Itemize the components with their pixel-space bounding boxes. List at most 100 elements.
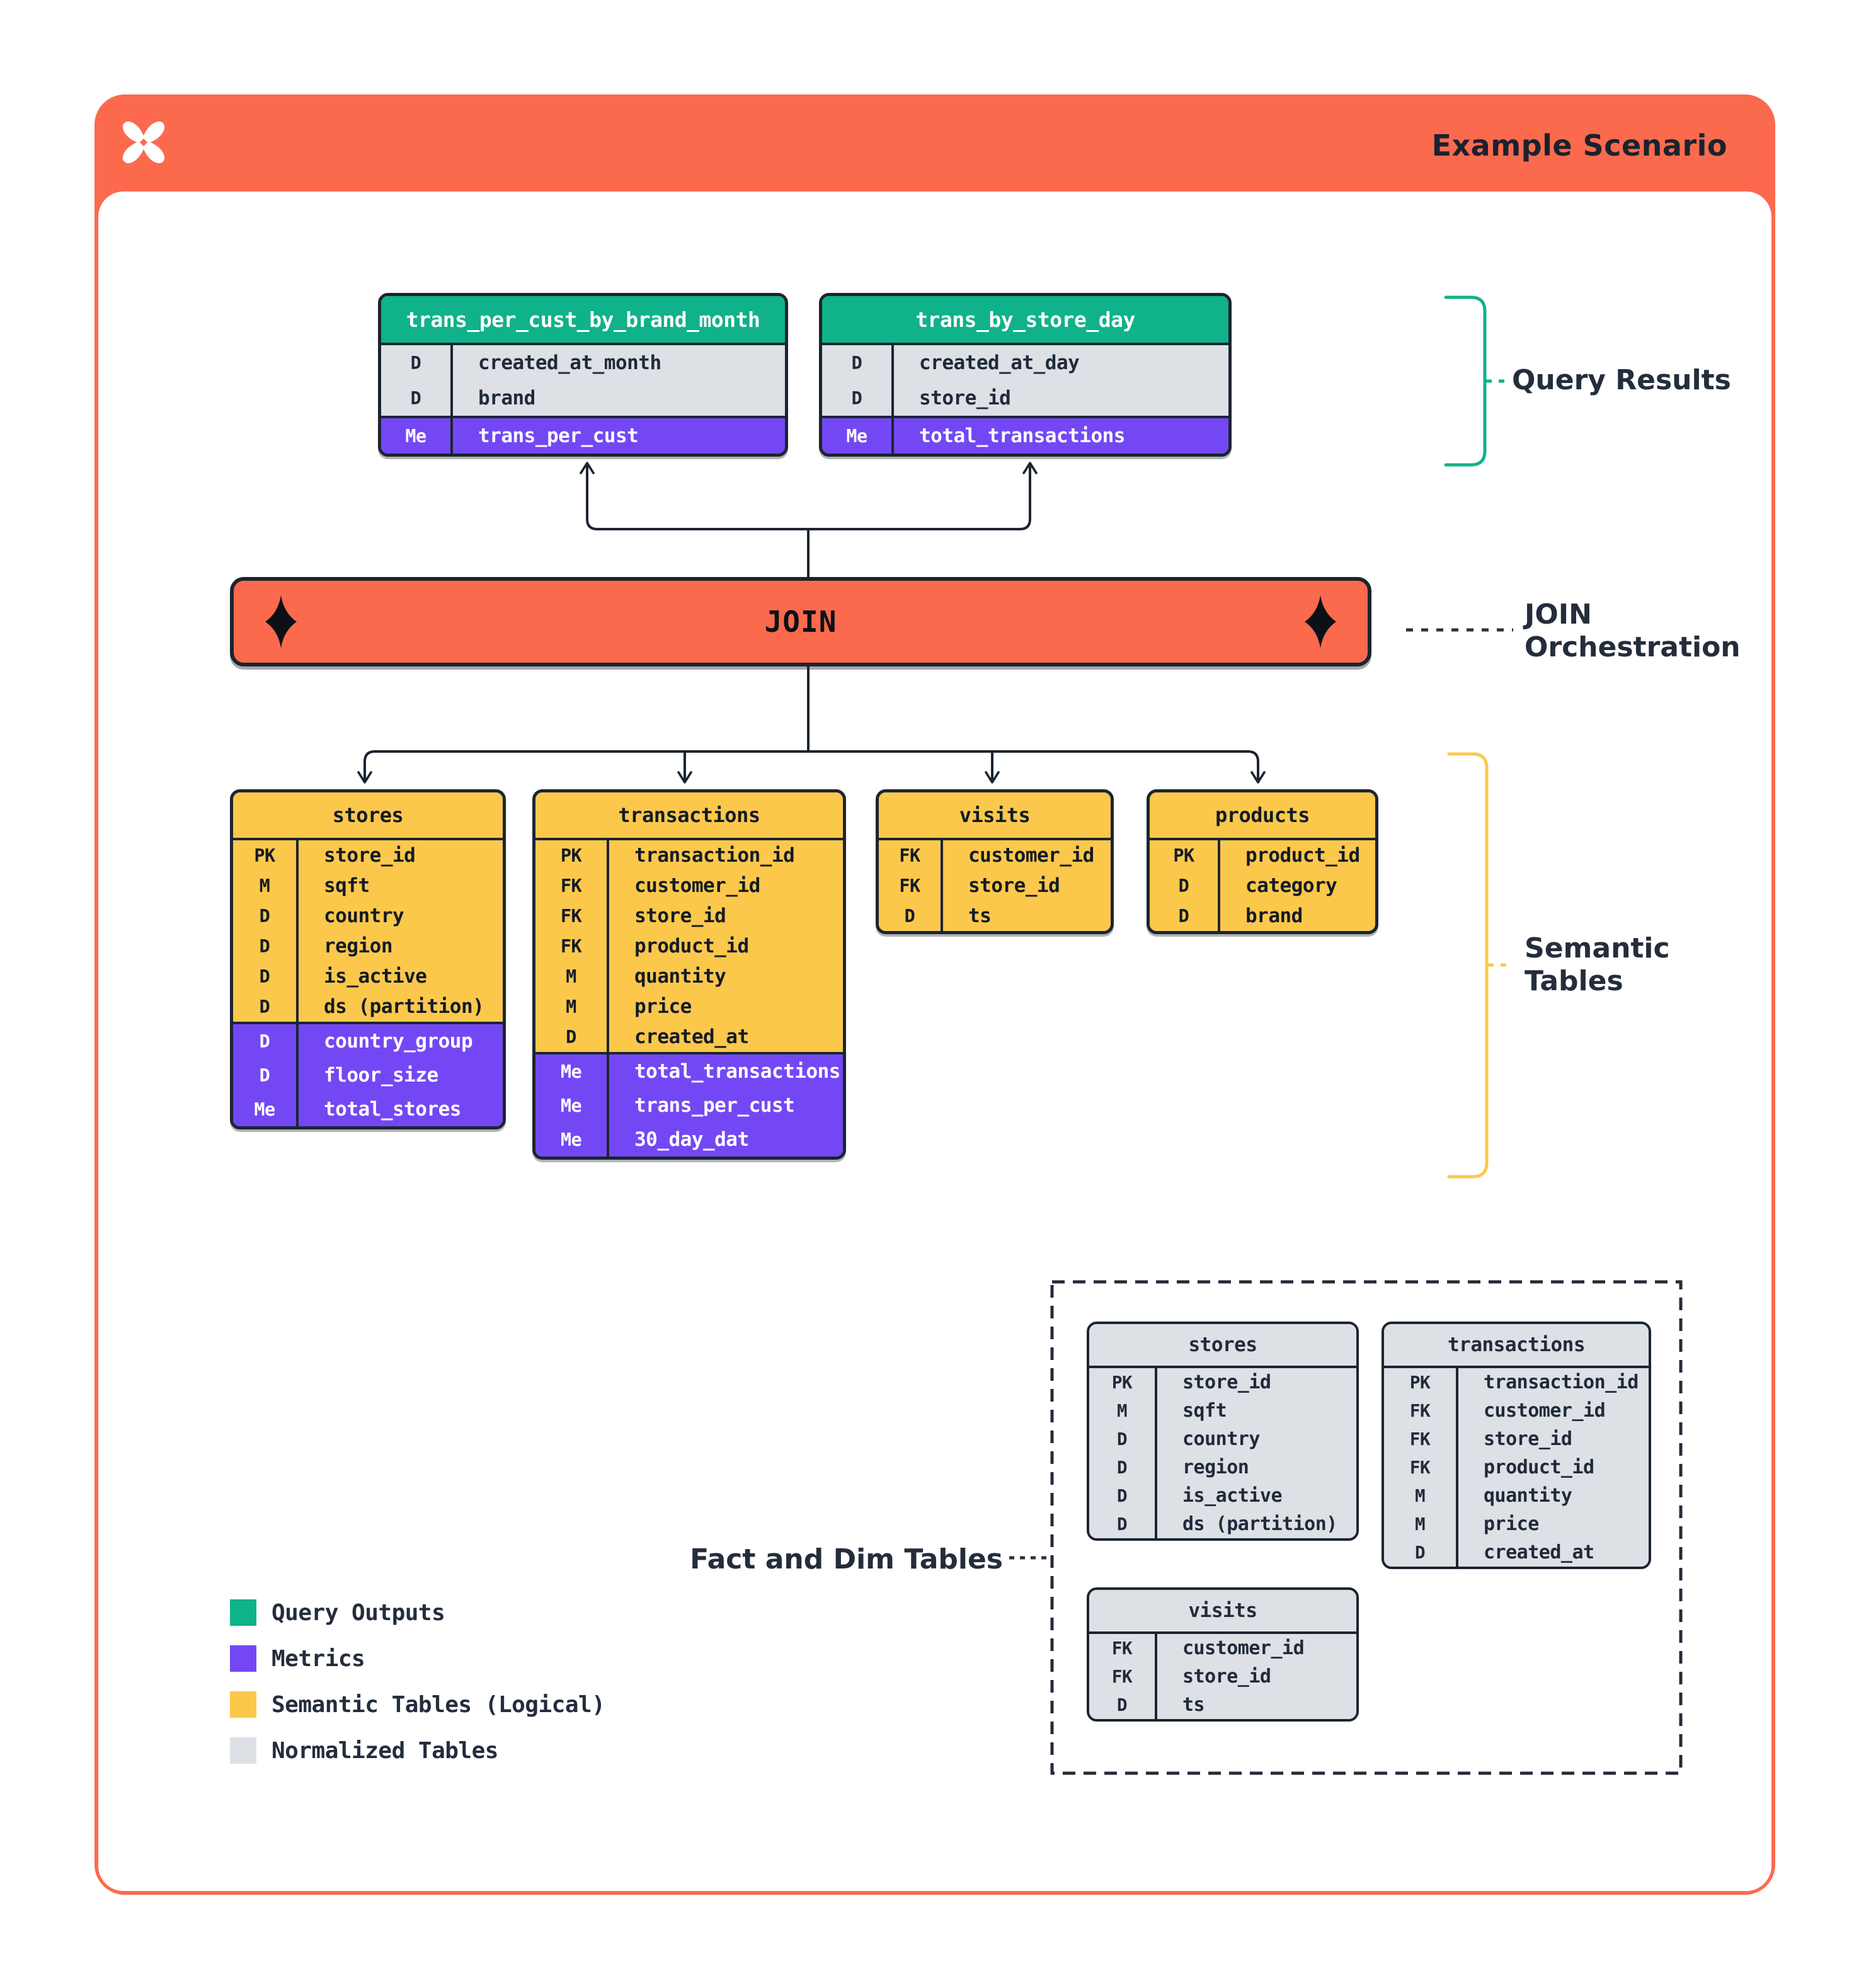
key-badge: Me	[381, 418, 453, 454]
column-name: brand	[478, 387, 535, 409]
four-point-star-icon	[1305, 595, 1336, 648]
column-name: 30_day_dat	[634, 1128, 749, 1151]
column-name: ds (partition)	[324, 995, 484, 1018]
dagster-logo-icon	[122, 121, 165, 164]
column-name: price	[634, 995, 692, 1018]
column-name: trans_per_cust	[478, 425, 639, 447]
column-name: is_active	[324, 965, 427, 988]
key-badge: D	[1089, 1425, 1157, 1453]
legend-label: Normalized Tables	[272, 1737, 498, 1764]
column-name: product_id	[634, 935, 749, 957]
key-badge: M	[233, 871, 299, 901]
column-name: is_active	[1182, 1485, 1283, 1507]
join-bar: JOIN	[230, 577, 1371, 666]
column-name: created_at_day	[919, 351, 1080, 374]
legend-item-normalized-tables: Normalized Tables	[230, 1737, 605, 1764]
column-name: customer_id	[968, 844, 1094, 867]
key-badge: D	[822, 380, 894, 416]
table-row: Me trans_per_cust	[381, 418, 785, 454]
label-line: Tables	[1525, 965, 1623, 997]
label-line: Orchestration	[1525, 631, 1741, 663]
column-name: store_id	[1484, 1428, 1572, 1450]
key-badge: D	[1089, 1691, 1157, 1719]
column-name: brand	[1245, 905, 1303, 927]
key-badge: D	[233, 961, 299, 991]
key-badge: PK	[1089, 1368, 1157, 1397]
label-semantic-tables: Semantic Tables	[1525, 932, 1670, 998]
key-badge: FK	[535, 871, 609, 901]
column-name: customer_id	[1484, 1400, 1606, 1422]
table-title: visits	[1089, 1590, 1356, 1631]
column-name: country_group	[324, 1030, 473, 1053]
column-name: country	[324, 905, 404, 927]
key-badge: D	[822, 345, 894, 380]
column-name: transaction_id	[1484, 1371, 1639, 1393]
label-line: JOIN	[1525, 598, 1592, 631]
key-badge: FK	[535, 931, 609, 961]
column-name: store_id	[919, 387, 1011, 409]
table-title: trans_by_store_day	[822, 296, 1228, 343]
legend-label: Metrics	[272, 1645, 365, 1672]
key-badge: D	[233, 1024, 299, 1058]
legend-item-query-outputs: Query Outputs	[230, 1599, 605, 1626]
key-badge: D	[1150, 871, 1220, 901]
column-name: created_at_month	[478, 351, 661, 374]
column-name: created_at	[634, 1025, 749, 1048]
key-badge: FK	[1384, 1425, 1458, 1453]
key-badge: Me	[535, 1054, 609, 1088]
column-name: quantity	[634, 965, 726, 988]
table-section-purple: Me trans_per_cust	[381, 416, 785, 454]
column-name: store_id	[634, 905, 726, 927]
page-title: Example Scenario	[1431, 129, 1727, 163]
key-badge: FK	[879, 840, 943, 871]
join-label: JOIN	[764, 605, 837, 639]
table-row: FK product_id	[535, 931, 843, 961]
table-title: transactions	[535, 792, 843, 838]
column-name: product_id	[1245, 844, 1360, 867]
key-badge: D	[1384, 1538, 1458, 1567]
column-name: country	[1182, 1428, 1260, 1450]
key-badge: D	[233, 901, 299, 931]
legend-swatch-icon	[230, 1599, 256, 1626]
